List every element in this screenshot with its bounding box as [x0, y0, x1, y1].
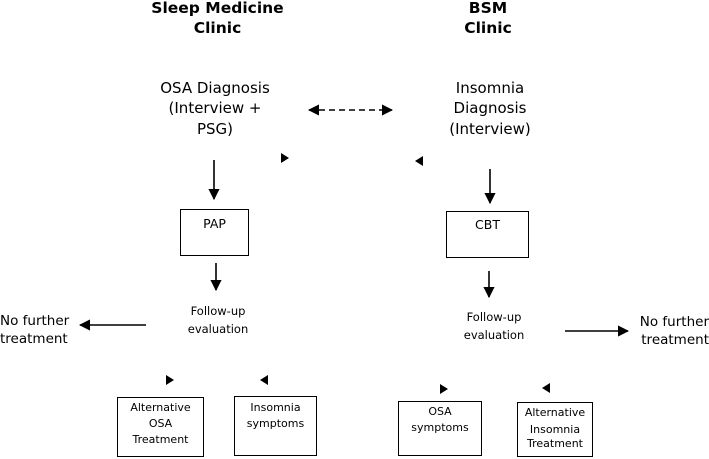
triangle-marker [166, 375, 174, 385]
left-no-further-treatment-label: No further treatment [0, 313, 70, 348]
cbt-box: CBT [446, 211, 529, 258]
triangle-marker [260, 375, 268, 385]
cbt-label: CBT [475, 217, 500, 232]
triangle-marker [415, 156, 423, 166]
osa-diagnosis-label: OSA Diagnosis (Interview + PSG) [160, 79, 270, 138]
bsm-clinic-header: BSM Clinic [464, 0, 512, 38]
right-no-further-treatment-label: No further treatment [639, 314, 709, 349]
alternative-osa-treatment-box: Alternative OSA Treatment [117, 397, 204, 457]
left-followup-evaluation-label: Follow-up evaluation [187, 304, 249, 336]
left-insomnia-symptoms-box: Insomnia symptoms [234, 396, 317, 456]
alternative-insomnia-treatment-box: Alternative Insomnia Treatment [517, 402, 593, 457]
sleep-medicine-clinic-header: Sleep Medicine Clinic [151, 0, 284, 38]
right-osa-symptoms-box: OSA symptoms [398, 401, 482, 456]
triangle-marker [542, 383, 550, 393]
triangle-marker [281, 153, 289, 163]
insomnia-diagnosis-label: Insomnia Diagnosis (Interview) [449, 79, 531, 138]
right-followup-evaluation-label: Follow-up evaluation [463, 310, 525, 342]
pap-box: PAP [180, 209, 249, 256]
triangle-marker [440, 384, 448, 394]
pap-label: PAP [203, 216, 226, 231]
